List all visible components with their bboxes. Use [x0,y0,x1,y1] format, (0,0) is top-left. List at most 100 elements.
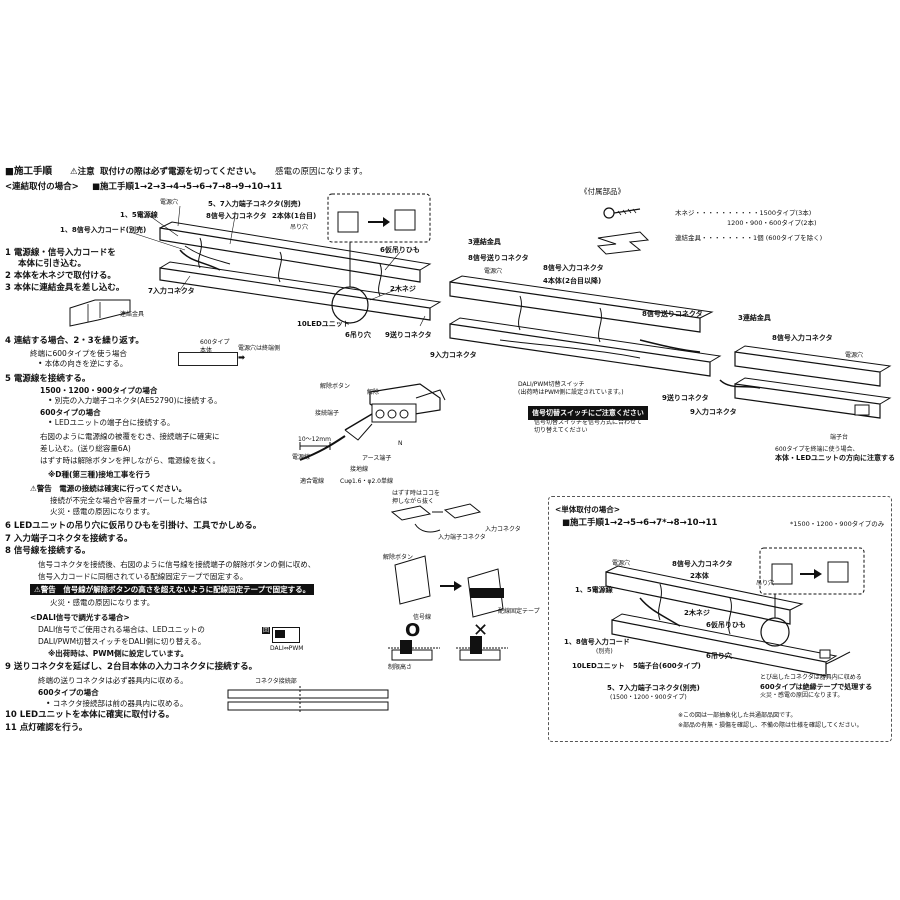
single-wood-screw-label: 2木ネジ [684,609,710,617]
ok-mark: O [405,620,421,641]
warning-2: ⚠警告 信号線が解除ボタンの高さを超えないように配線固定テープで固定する。 [30,584,315,595]
single-footnote-1: ※この図は一部抽象化した共通部品図です。 [678,712,797,719]
single-footnote-2: ※部品の有無・損傷を確認し、不備の際は仕様を確認してください。 [678,722,863,729]
single-protrude-note: とび出したコネクタは器具内に収める [760,674,862,681]
terminal-strip-length: 10～12mm [298,436,331,443]
step-3: 3 本体に連結金具を差し込む。 [5,283,125,293]
d1-signal-input-connector-label: 8信号入力コネクタ [206,212,267,220]
d2-power-hole-label: 電源穴 [484,268,503,275]
d2-bracket-2-label: 3連結金具 [738,314,771,322]
single-power-hole-label: 電源穴 [612,560,631,567]
type600-hole-label: 電源穴は終端側 [238,345,281,352]
warning-1c: 火災・感電の原因になります。 [50,507,155,516]
d1-feed-connector-label: 9送りコネクタ [385,331,432,339]
bracket-inset-label: 連結金具 [120,311,145,318]
signal-terminal-connector-label: 入力端子コネクタ [438,534,486,541]
d1-temp-string-label: 6仮吊りひも [380,246,420,254]
d2-power-hole-2-label: 電源穴 [845,352,864,359]
step-9b: 600タイプの場合 [38,688,99,697]
single-install-panel [548,496,892,742]
screw-label-2: 1200・900・600タイプ(2本) [727,219,817,227]
terminal-release-label: 解除 [367,389,380,396]
d2-600-note-2: 本体・LEDユニットの方向に注意する [775,454,896,462]
single-temp-string-label: 6仮吊りひも [706,621,746,629]
terminal-release-button-label: 解除ボタン [320,383,351,390]
d2-feed-connector-label: 9送りコネクタ [662,394,709,402]
type600-body-label: 本体 [200,347,213,354]
step-5g: はずす時は解除ボタンを押しながら、電源線を抜く。 [40,456,220,465]
type600-label: 600タイプ [200,339,230,346]
single-power-wire-label: 1、5電源線 [575,586,613,594]
type600-body-drawing [178,352,238,366]
d1-hang-hole-label: 吊り穴 [290,224,309,231]
d1-led-unit-label: 10LEDユニット [297,320,350,328]
step-4c: • 本体の向きを逆にする。 [38,359,128,368]
single-hang-hole-label: 吊り穴 [756,580,775,587]
d2-signal-feed-2-label: 8信号送りコネクタ [642,310,703,318]
single-terminal-block-label: 5端子台(600タイプ) [633,662,701,670]
bracket-label: 連結金具・・・・・・・・1個 (600タイプを除く) [675,234,823,242]
terminal-wire-spec: Cuφ1.6・φ2.0単線 [340,478,393,485]
step-9: 9 送りコネクタを延ばし、2台目本体の入力コネクタに接続する。 [5,662,258,672]
step-5d: • LEDユニットの端子台に接続する。 [48,418,175,427]
step-1: 1 電源線・信号入力コードを [5,248,116,258]
single-signal-cord-label: 1、8信号入力コード [564,638,630,646]
step-6: 6 LEDユニットの吊り穴に仮吊りひもを引掛け、工具でかしめる。 [5,521,262,531]
d2-600-note-1: 600タイプを終端に使う場合、 [775,446,859,453]
step-4b: 終端に600タイプを使う場合 [30,349,127,358]
dali-heading: <DALI信号で調光する場合> [30,613,130,622]
step-7: 7 入力端子コネクタを接続する。 [5,534,133,544]
step-4: 4 連結する場合、2・3を繰り返す。 [5,336,144,346]
signal-limit-height-label: 制限高さ [388,664,413,671]
step-9c: • コネクタ接続部は前の器具内に収める。 [46,699,188,708]
d2-dali-switch-label: DALI/PWM切替スイッチ [518,381,585,388]
caution-main: 取付けの際は必ず電源を切ってください。 [100,167,261,177]
d1-input-connector-label: 7入力コネクタ [148,287,195,295]
warning-2b: 火災・感電の原因になります。 [50,598,155,607]
dali-switch-left: 回 [262,627,271,634]
step-10: 10 LEDユニットを本体に確実に取付ける。 [5,710,175,720]
dali-switch-icon [272,627,300,643]
single-signal-input-label: 8信号入力コネクタ [672,560,733,568]
step-5: 5 電源線を接続する。 [5,374,91,384]
signal-release-button-label: 解除ボタン [383,554,414,561]
d1-terminal-connector-label: 5、7入力端子コネクタ(別売) [208,200,301,208]
d2-terminal-block-label: 端子台 [830,434,849,441]
section-title: ■施工手順 [5,166,52,177]
step-5a: 1500・1200・900タイプの場合 [40,386,158,395]
caution-sub: 感電の原因になります。 [275,167,368,177]
signal-wire-label: 信号線 [413,614,432,621]
step-5e: 右図のように電源線の被覆をむき、接続端子に確実に [40,432,220,441]
step-8: 8 信号線を接続する。 [5,546,91,556]
terminal-wire-spec-label: 適合電線 [300,478,325,485]
step-5b: • 別売の入力端子コネクタ(AE52790)に接続する。 [48,396,222,405]
step-1b: 本体に引き込む。 [18,259,87,269]
step-5f: 差し込む。(送り総容量6A) [40,444,131,453]
dali-b: DALI/PWM切替スイッチをDALI側に切り替える。 [38,637,206,646]
d1-wood-screw-label: 2木ネジ [390,285,416,293]
signal-switch-notice-title: 信号切替スイッチにご注意ください [528,406,648,420]
terminal-n-label: N [398,440,403,447]
connected-order: ■施工手順1→2→3→4→5→6→7→8→9→10→11 [92,182,283,192]
connector-part-label: コネクタ接続部 [255,678,297,685]
step-5h: ※D種(第三種)接地工事を行う [48,470,151,479]
dali-a: DALI信号でご使用される場合は、LEDユニットの [38,625,205,634]
step-8a: 信号コネクタを接続後、右図のように信号線を接続端子の解除ボタンの側に収め、 [38,560,316,569]
d2-input-connector-2-label: 9入力コネクタ [690,408,737,416]
signal-release-hint-1: はずす時はココを [392,490,441,497]
single-hang-hole-6-label: 6吊り穴 [706,652,732,660]
d2-dali-switch-note: (出荷時はPWM側に設定されています。) [518,389,624,396]
d1-signal-cord-label: 1、8信号入力コード(別売) [60,226,147,234]
connected-heading: <連結取付の場合> [5,182,79,192]
terminal-earth-label: アース端子 [362,455,392,462]
signal-tape-label: 配線固定テープ [498,608,540,615]
ng-mark: ✕ [473,620,489,641]
caution-label: ⚠注意 [70,167,95,177]
signal-switch-notice-body-2: 切り替えてください [534,427,588,434]
